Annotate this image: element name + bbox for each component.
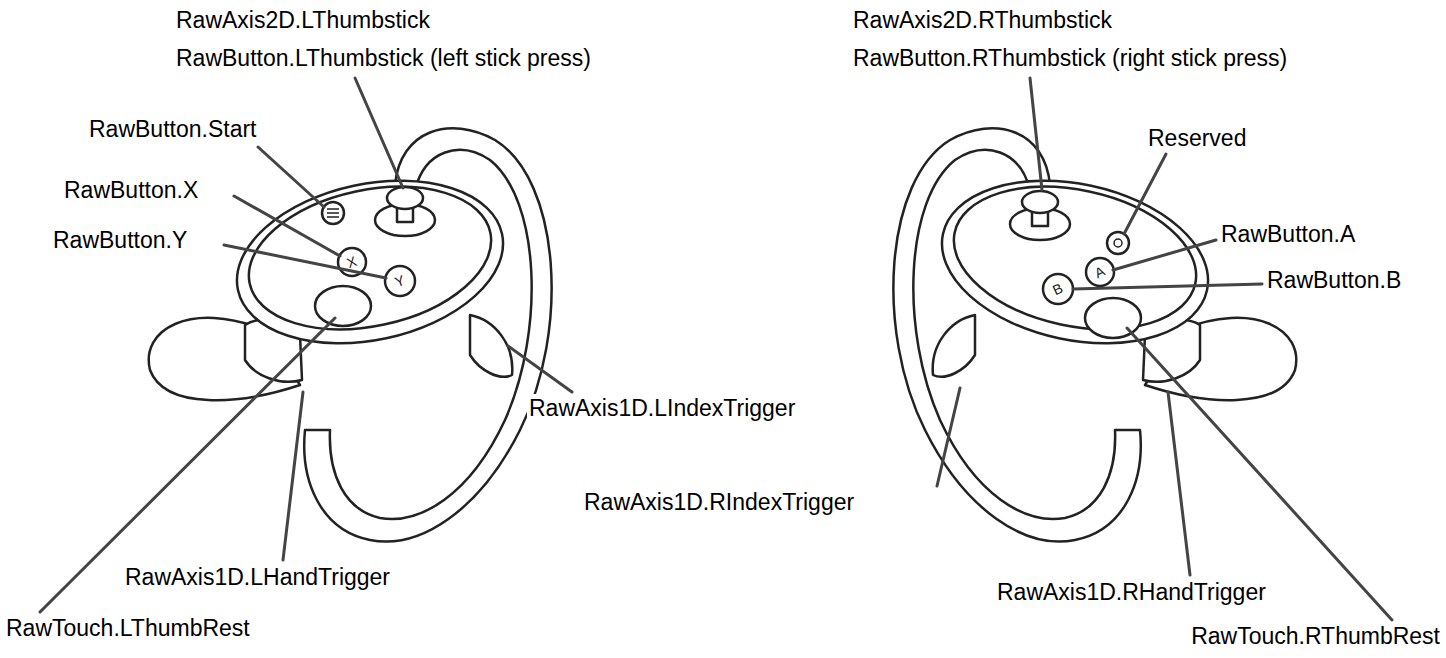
callout-label: RawButton.A (1219, 220, 1357, 248)
callout-label: RawButton.B (1265, 266, 1403, 294)
callout-label: RawButton.Start (87, 115, 258, 143)
callout-label: RawAxis1D.RHandTrigger (995, 578, 1268, 606)
leader-lines (40, 78, 1392, 620)
right-controller-body (893, 128, 1296, 541)
callout-label: RawAxis2D.RThumbstick (851, 6, 1114, 34)
callout-label: RawTouch.LThumbRest (4, 614, 252, 642)
callout-label: RawTouch.RThumbRest (1189, 622, 1442, 650)
callout-label: RawAxis2D.LThumbstick (174, 6, 432, 34)
right-controls (1010, 191, 1141, 338)
callout-label: RawButton.Y (51, 226, 189, 254)
left-controller-body (149, 128, 552, 541)
callout-label: RawAxis1D.RIndexTrigger (582, 488, 856, 516)
callout-label: RawButton.RThumbstick (right stick press… (851, 44, 1289, 72)
callout-label: Reserved (1146, 124, 1248, 152)
left-controls (315, 187, 435, 326)
callout-label: RawButton.LThumbstick (left stick press) (174, 44, 593, 72)
callout-label: RawButton.X (62, 176, 200, 204)
callout-label: RawAxis1D.LHandTrigger (123, 563, 392, 591)
callout-label: RawAxis1D.LIndexTrigger (527, 394, 797, 422)
